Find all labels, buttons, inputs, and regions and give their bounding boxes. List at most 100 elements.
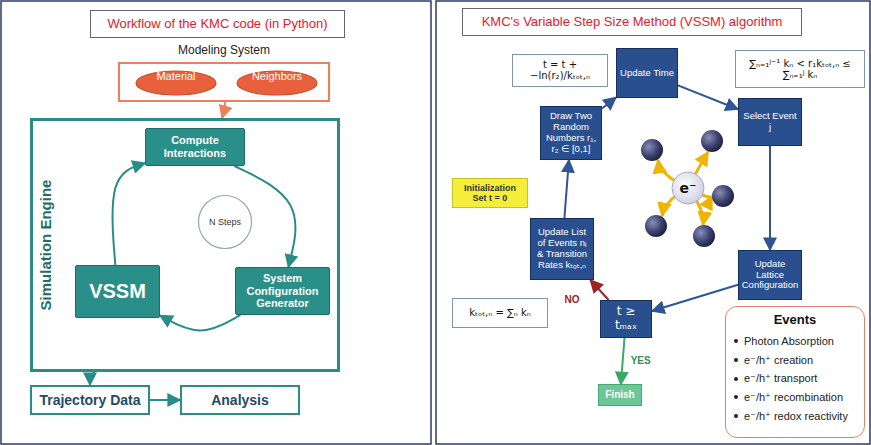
formula-box: ∑ₙ₌₁ʲ⁻¹ kₙ < r₁kₜₒₜ,ₙ ≤ ∑ₙ₌₁ʲ kₙ: [735, 50, 865, 88]
event-text: e⁻/h⁺ redox reactivity: [744, 410, 848, 423]
loop-circle: N Steps: [197, 194, 253, 250]
node-text: Initialization Set t = 0: [456, 183, 524, 204]
node-content: Update Time: [617, 49, 677, 97]
events-box: EventsPhoton Absorption e⁻/h⁺ creation e⁻/…: [725, 306, 865, 438]
edge-label: YES: [629, 355, 653, 366]
node-text: Material: [156, 70, 195, 83]
node-content: kₜₒₜ,ₙ = ∑ₙ kₙ: [453, 299, 547, 327]
connector-arrow: [564, 160, 569, 218]
bullet-dot: [734, 395, 738, 399]
events-content: EventsPhoton Absorption e⁻/h⁺ creation e⁻/…: [726, 307, 864, 437]
connector-arrow: [590, 280, 608, 300]
formula-box: t = t + −ln(r₂)/kₜₒₜ,ₙ: [512, 54, 608, 87]
node-text: Select Event j: [742, 111, 798, 133]
connector-arrow: [602, 97, 616, 108]
node-content: Update List of Events nᵢ & Transition Ra…: [531, 219, 593, 279]
engine-box: Simulation Engine Compute Interactions N S…: [30, 118, 340, 372]
atom: [712, 185, 734, 207]
node-text: N Steps: [209, 217, 241, 227]
connector-arrow: [160, 315, 240, 330]
node-content: Analysis: [182, 387, 298, 413]
formula-box: kₜₒₜ,ₙ = ∑ₙ kₙ: [452, 298, 548, 328]
step-box: Update Time: [616, 48, 678, 98]
atom: [641, 139, 663, 161]
event-text: e⁻/h⁺ recombination: [744, 391, 843, 404]
node-text: System Configuration Generator: [239, 272, 326, 310]
node-content: t = t + −ln(r₂)/kₜₒₜ,ₙ: [513, 55, 607, 86]
node-content: N Steps: [197, 194, 253, 250]
node-content: Workflow of the KMC code (in Python): [91, 11, 344, 37]
step-box: Update List of Events nᵢ & Transition Ra…: [530, 218, 594, 280]
process-box: System Configuration Generator: [235, 267, 330, 315]
node-content: ∑ₙ₌₁ʲ⁻¹ kₙ < r₁kₜₒₜ,ₙ ≤ ∑ₙ₌₁ʲ kₙ: [736, 51, 864, 87]
bullet-dot: [734, 358, 738, 362]
node-text: Compute Interactions: [149, 134, 241, 159]
node-text: Trajectory Data: [39, 392, 140, 408]
ellipse-shape: [237, 71, 317, 95]
event-item: Photon Absorption: [734, 335, 834, 348]
node-text: Update Lattice Configuration: [742, 259, 799, 292]
node-text: KMC's Variable Step Size Method (VSSM) a…: [482, 15, 783, 30]
node-text: Update List of Events nᵢ & Transition Ra…: [534, 227, 590, 271]
connector-arrow: [621, 338, 625, 384]
node-content: Initialization Set t = 0: [453, 179, 527, 208]
node-text: ∑ₙ₌₁ʲ⁻¹ kₙ < r₁kₜₒₜ,ₙ ≤ ∑ₙ₌₁ʲ kₙ: [739, 58, 861, 81]
node-content: Select Event j: [739, 99, 801, 145]
connector-arrow: [769, 146, 771, 250]
ellipse-node: Material: [135, 70, 217, 96]
connector-arrow: [222, 102, 225, 118]
node-text: Neighbors: [252, 70, 302, 83]
step-box: Update Lattice Configuration: [738, 250, 802, 300]
finish-box: Finish: [598, 384, 642, 406]
event-text: e⁻/h⁺ transport: [744, 372, 817, 385]
node-content: Finish: [599, 385, 641, 405]
title-box: KMC's Variable Step Size Method (VSSM) a…: [462, 8, 802, 36]
node-text: Workflow of the KMC code (in Python): [107, 17, 327, 32]
node-content: Trajectory Data: [32, 387, 148, 413]
event-item: e⁻/h⁺ creation: [734, 354, 813, 367]
atom: [701, 130, 723, 152]
connector-arrow: [90, 372, 94, 385]
events-heading: Events: [774, 313, 817, 328]
node-content: KMC's Variable Step Size Method (VSSM) a…: [463, 9, 801, 35]
connector-arrow: [150, 399, 180, 401]
circle-shape: [199, 196, 252, 249]
electron-hopping-illustration: [641, 130, 734, 247]
node-content: Draw Two Random Numbers r₁, r₂ ∈ [0,1]: [541, 107, 601, 159]
connector-arrow: [652, 285, 738, 311]
group-box: Modeling SystemMaterial Neighbors: [118, 44, 330, 102]
node-content: Material: [135, 70, 217, 96]
connector-arrow: [678, 85, 738, 109]
atom: [645, 215, 667, 237]
node-content: t ≥ tₘₐₓ: [601, 301, 651, 337]
decision-box: t ≥ tₘₐₓ: [600, 300, 652, 338]
node-text: Modeling System: [178, 44, 270, 58]
bullet-dot: [734, 414, 738, 418]
output-box: Trajectory Data: [30, 385, 150, 415]
bullet-dot: [734, 339, 738, 343]
step-box: Draw Two Random Numbers r₁, r₂ ∈ [0,1]: [540, 106, 602, 160]
node-text: VSSM: [89, 280, 146, 303]
event-item: e⁻/h⁺ transport: [734, 372, 817, 385]
ellipse-node: Neighbors: [236, 70, 318, 96]
event-item: e⁻/h⁺ redox reactivity: [734, 410, 848, 423]
electron-sphere: [672, 172, 704, 204]
step-box: Select Event j: [738, 98, 802, 146]
process-box: VSSM: [75, 265, 160, 318]
event-text: e⁻/h⁺ creation: [744, 354, 813, 367]
node-text: Analysis: [211, 392, 269, 408]
engine-label: Simulation Engine: [37, 145, 54, 345]
process-box: Compute Interactions: [145, 128, 245, 166]
event-item: e⁻/h⁺ recombination: [734, 391, 843, 404]
node-text: Draw Two Random Numbers r₁, r₂ ∈ [0,1]: [544, 111, 598, 155]
bullet-dot: [734, 377, 738, 381]
node-text: t ≥ tₘₐₓ: [604, 305, 648, 333]
edge-label: NO: [562, 294, 581, 305]
node-content: Update Lattice Configuration: [739, 251, 801, 299]
event-text: Photon Absorption: [744, 335, 834, 348]
panel-frame: [1, 1, 431, 444]
node-text: kₜₒₜ,ₙ = ∑ₙ kₙ: [469, 307, 530, 319]
electron-label: e⁻: [680, 180, 697, 196]
init-box: Initialization Set t = 0: [452, 178, 528, 209]
connector-arrow: [112, 163, 145, 265]
